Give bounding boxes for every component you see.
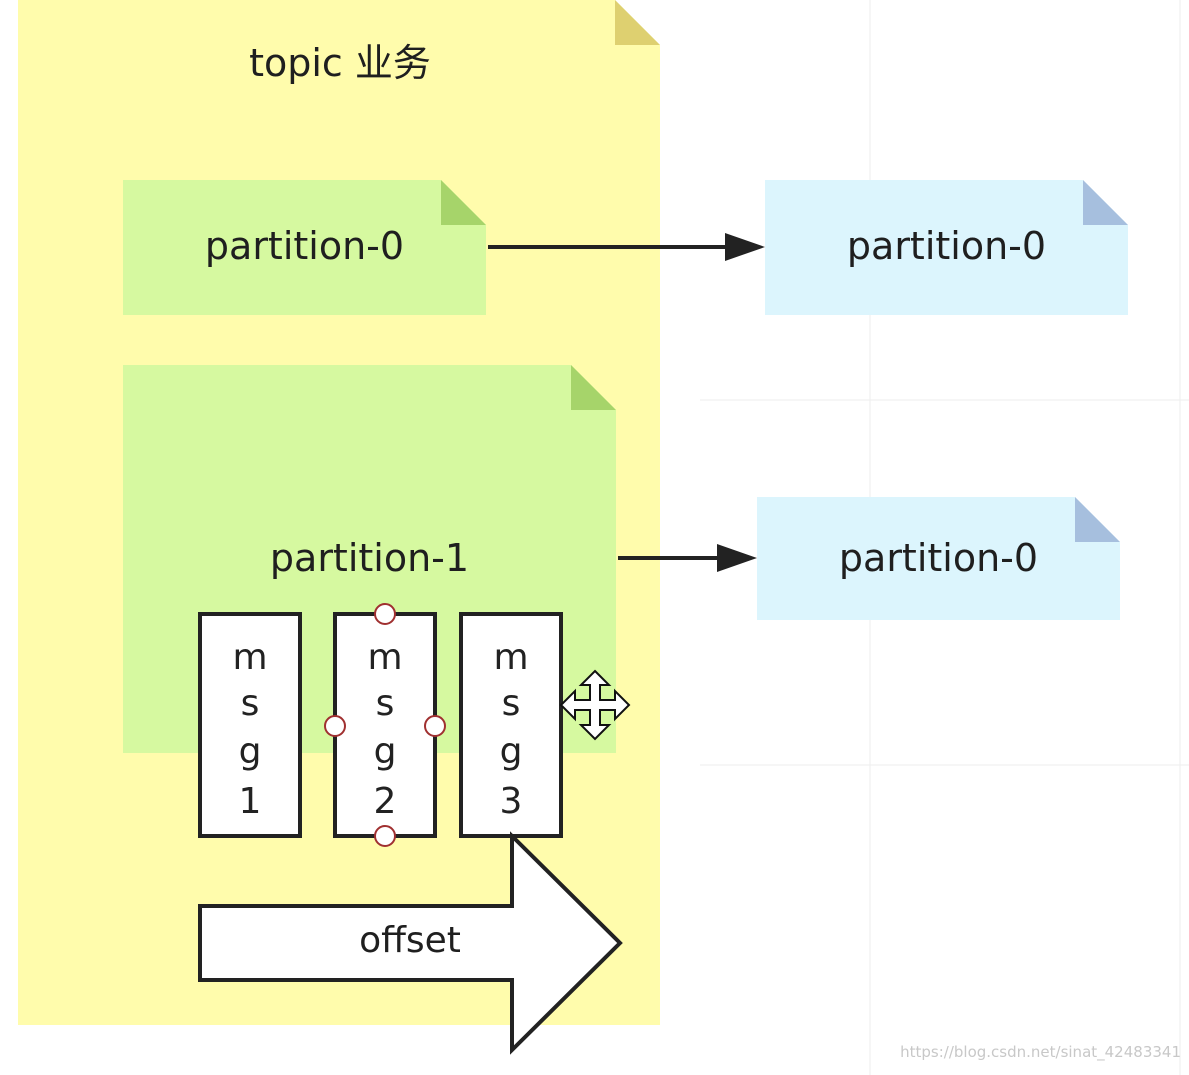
right-partition-top-fold bbox=[1083, 180, 1128, 225]
msg-2-letter-m: m bbox=[367, 637, 403, 678]
msg-2-letter-g: g bbox=[373, 731, 397, 772]
topic-note-fold bbox=[615, 0, 660, 45]
handle-top bbox=[374, 603, 396, 625]
watermark-text: https://blog.csdn.net/sinat_42483341 bbox=[900, 1043, 1181, 1061]
right-partition-top-body bbox=[765, 180, 1128, 315]
left-partition-1-label: partition-1 bbox=[269, 536, 470, 580]
msg-box-1[interactable] bbox=[198, 612, 302, 838]
right-partition-0-top[interactable] bbox=[765, 180, 1128, 315]
msg-1-letter-g: g bbox=[238, 731, 262, 772]
msg-3-letter-s: s bbox=[501, 683, 521, 724]
connector-arrow-top[interactable] bbox=[488, 233, 765, 261]
connector-arrow-bottom[interactable] bbox=[618, 544, 757, 572]
msg-2-letter-num: 2 bbox=[373, 781, 397, 822]
left-partition-0-body bbox=[123, 180, 486, 315]
right-partition-0-bottom[interactable] bbox=[757, 497, 1120, 620]
msg-1-letter-m: m bbox=[232, 637, 268, 678]
right-partition-bottom-fold bbox=[1075, 497, 1120, 542]
msg-1-letter-num: 1 bbox=[238, 781, 262, 822]
left-partition-0[interactable] bbox=[123, 180, 486, 315]
left-partition-1-fold bbox=[571, 365, 616, 410]
selection-handles[interactable] bbox=[324, 603, 446, 847]
msg-box-3[interactable] bbox=[459, 612, 563, 838]
topic-title: topic 业务 bbox=[249, 41, 431, 85]
right-partition-bottom-body bbox=[757, 497, 1120, 620]
move-icon bbox=[559, 669, 631, 741]
msg-3-letter-m: m bbox=[493, 637, 529, 678]
msg-2-letter-s: s bbox=[375, 683, 395, 724]
handle-left bbox=[324, 715, 346, 737]
right-partition-top-label: partition-0 bbox=[846, 224, 1047, 268]
left-partition-0-fold bbox=[441, 180, 486, 225]
msg-1-letter-s: s bbox=[240, 683, 260, 724]
handle-bottom bbox=[374, 825, 396, 847]
right-partition-bottom-label: partition-0 bbox=[838, 536, 1039, 580]
offset-arrow[interactable] bbox=[198, 831, 623, 1055]
left-partition-0-label: partition-0 bbox=[204, 224, 405, 268]
msg-3-letter-num: 3 bbox=[499, 781, 523, 822]
offset-label: offset bbox=[359, 920, 461, 961]
handle-right bbox=[424, 715, 446, 737]
msg-3-letter-g: g bbox=[499, 731, 523, 772]
